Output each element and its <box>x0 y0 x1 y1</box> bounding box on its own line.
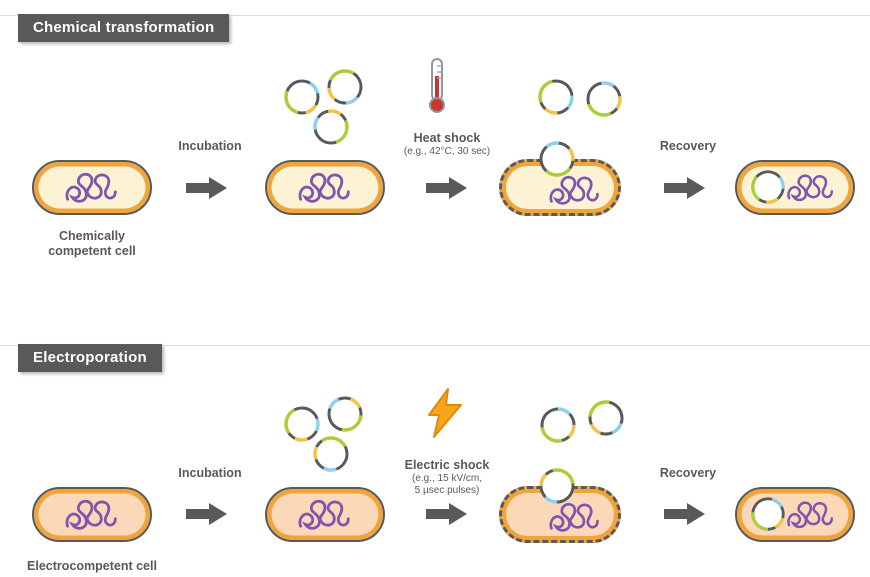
electric-shock-detail-line1: (e.g., 15 kV/cm, <box>411 473 483 484</box>
plasmid-icon <box>582 394 630 442</box>
transformed-cell <box>735 487 855 542</box>
electric-shock-detail-line2: 5 µsec pulses) <box>414 485 480 496</box>
start-cell-caption: Chemically competent cell <box>48 229 136 258</box>
plasmid-icon <box>575 70 633 128</box>
dna-squiggle-icon <box>65 172 117 203</box>
plasmid-icon <box>282 77 322 117</box>
start-cell-caption: Electrocompetent cell <box>27 559 157 573</box>
transformed-cell <box>735 160 855 215</box>
incubation-label: Incubation <box>178 139 242 153</box>
section-divider <box>0 15 870 16</box>
plasmid-icon <box>530 397 586 453</box>
section-header-electroporation: Electroporation <box>18 344 162 372</box>
incubated-cell <box>265 160 385 215</box>
arrow-right-icon <box>186 177 227 199</box>
dna-squiggle-icon <box>787 501 834 529</box>
section-header-text: Electroporation <box>33 349 147 366</box>
heat-shocked-cell <box>499 159 621 216</box>
electrocompetent-cell <box>32 487 152 542</box>
arrow-right-icon <box>426 177 467 199</box>
incubated-cell <box>265 487 385 542</box>
dna-squiggle-icon <box>298 499 350 530</box>
arrow-right-icon <box>664 503 705 525</box>
electric-shock-label: Electric shock <box>404 458 490 472</box>
dna-squiggle-icon <box>65 499 117 530</box>
arrow-right-icon <box>664 177 705 199</box>
heat-shock-detail: (e.g., 42°C, 30 sec) <box>403 146 491 157</box>
lightning-bolt-icon <box>428 388 462 438</box>
section-divider <box>0 345 870 346</box>
arrow-right-icon <box>426 503 467 525</box>
section-header-chemical-transformation: Chemical transformation <box>18 14 230 42</box>
heat-shock-label: Heat shock <box>413 131 481 145</box>
incubation-label: Incubation <box>178 466 242 480</box>
dna-squiggle-icon <box>787 174 834 202</box>
dna-squiggle-icon <box>298 172 350 203</box>
thermometer-icon <box>429 58 445 113</box>
section-header-text: Chemical transformation <box>33 19 215 36</box>
arrow-right-icon <box>186 503 227 525</box>
chemically-competent-cell <box>32 160 152 215</box>
recovery-label: Recovery <box>659 139 717 153</box>
recovery-label: Recovery <box>659 466 717 480</box>
